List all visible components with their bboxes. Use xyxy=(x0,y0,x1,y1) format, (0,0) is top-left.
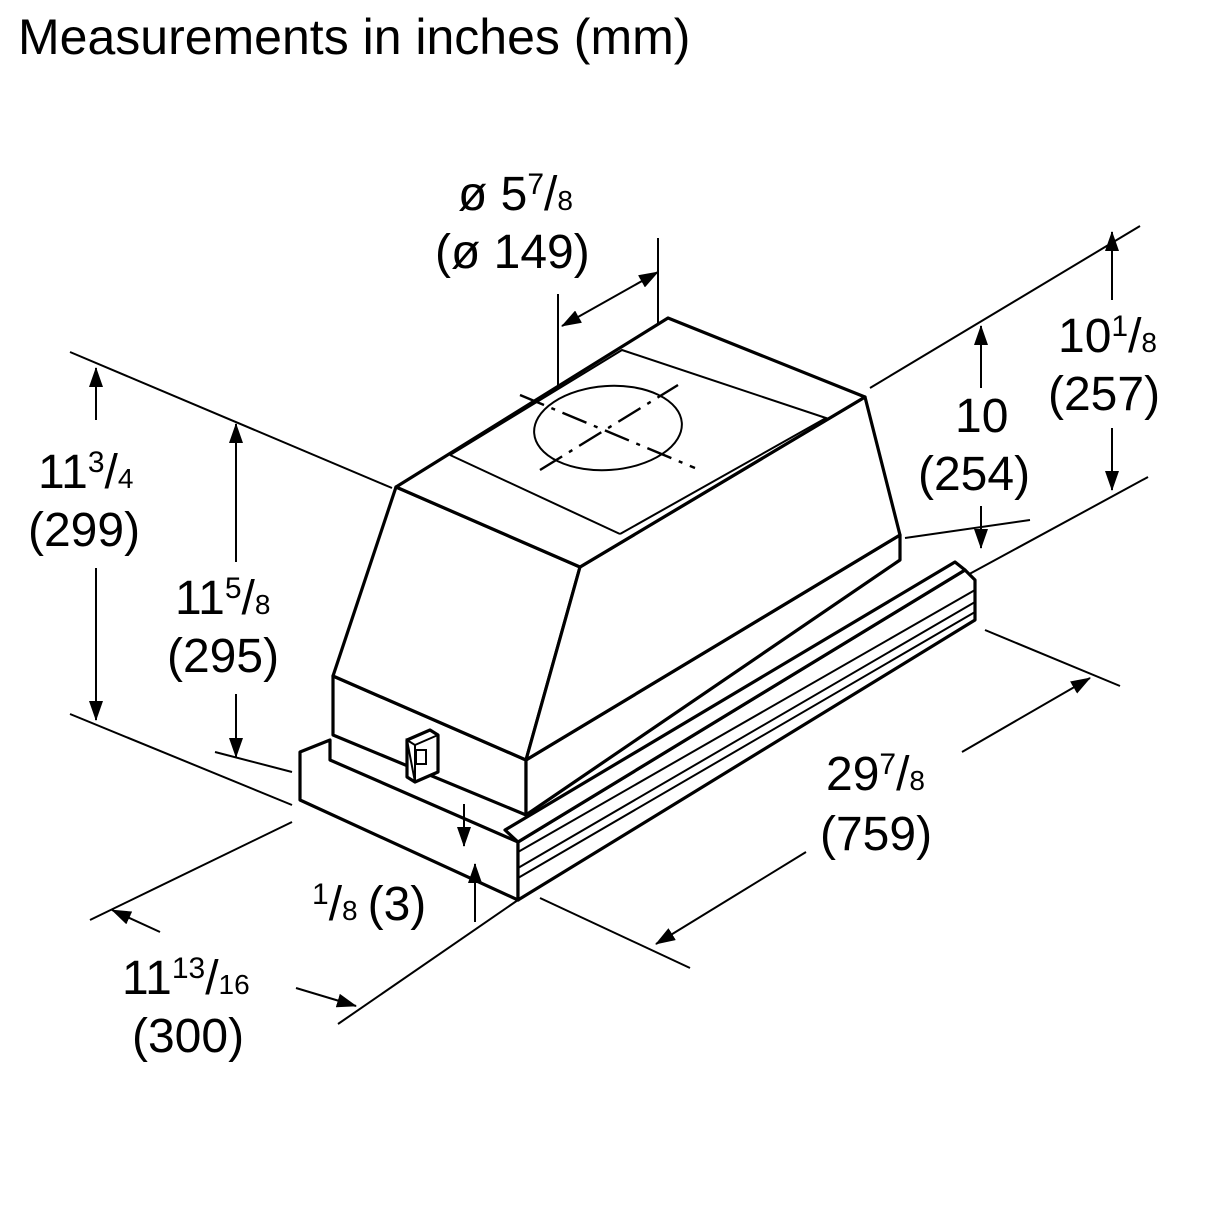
trim-gap-label: 1/8(3) xyxy=(312,878,426,931)
svg-text:101/8: 101/8 xyxy=(1058,310,1157,363)
svg-text:297/8: 297/8 xyxy=(826,748,925,801)
svg-text:(257): (257) xyxy=(1048,368,1160,421)
duct-diameter-label: ø 57/8 (ø 149) xyxy=(435,168,590,279)
svg-text:ø 57/8: ø 57/8 xyxy=(458,168,573,221)
dimension-arrows xyxy=(89,231,1119,1008)
hood-body xyxy=(298,316,977,902)
overall-height-left-label: 113/4 (299) xyxy=(28,446,140,557)
junction-box xyxy=(405,728,440,784)
depth-label: 1113/16 (300) xyxy=(122,952,250,1063)
svg-text:(295): (295) xyxy=(167,630,279,683)
svg-text:(759): (759) xyxy=(820,808,932,861)
body-height-left-label: 115/8 (295) xyxy=(167,572,279,683)
svg-text:10: 10 xyxy=(955,390,1008,443)
duct-collar xyxy=(533,384,683,472)
svg-text:(ø 149): (ø 149) xyxy=(435,226,590,279)
svg-text:113/4: 113/4 xyxy=(38,446,133,499)
top-panel xyxy=(394,316,867,569)
svg-text:(300): (300) xyxy=(132,1010,244,1063)
svg-text:(299): (299) xyxy=(28,504,140,557)
svg-text:(254): (254) xyxy=(918,448,1030,501)
overall-height-right-label: 101/8 (257) xyxy=(1048,310,1160,421)
svg-text:115/8: 115/8 xyxy=(175,572,270,625)
svg-text:1113/16: 1113/16 xyxy=(122,952,250,1005)
body-height-right-label: 10 (254) xyxy=(918,390,1030,501)
width-label: 297/8 (759) xyxy=(820,748,932,861)
svg-text:1/8(3): 1/8(3) xyxy=(312,878,426,931)
page-title: Measurements in inches (mm) xyxy=(18,9,691,65)
